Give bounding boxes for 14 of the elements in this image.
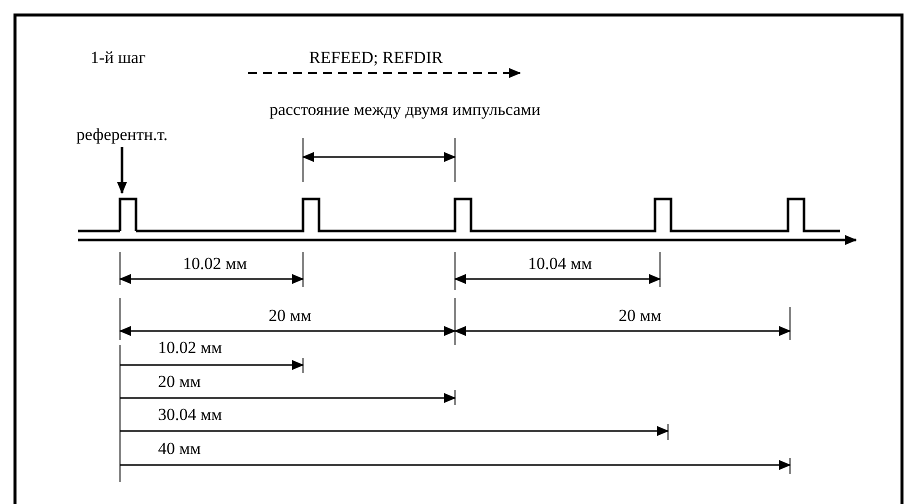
- reference-pulse: [118, 198, 138, 231]
- dimension-caption: расстояние между двумя импульсами: [269, 100, 541, 120]
- leader-arrow: [117, 147, 127, 194]
- step-label: 1-й шаг: [90, 48, 146, 68]
- dimension-value: 20 мм: [158, 372, 201, 392]
- signal-name: REFEED; REFDIR: [309, 48, 443, 68]
- dimension-value: 10.02 мм: [158, 338, 222, 358]
- dimension-value: 20 мм: [618, 306, 662, 326]
- dimension-value: 20 мм: [268, 306, 312, 326]
- dimension-value: 10.02 мм: [183, 254, 247, 274]
- dimension-value: 10.04 мм: [528, 254, 592, 274]
- dimension-value: 40 мм: [158, 439, 201, 459]
- reference-point-label: референтн.т.: [76, 125, 168, 145]
- dimension-value: 30.04 мм: [158, 405, 222, 425]
